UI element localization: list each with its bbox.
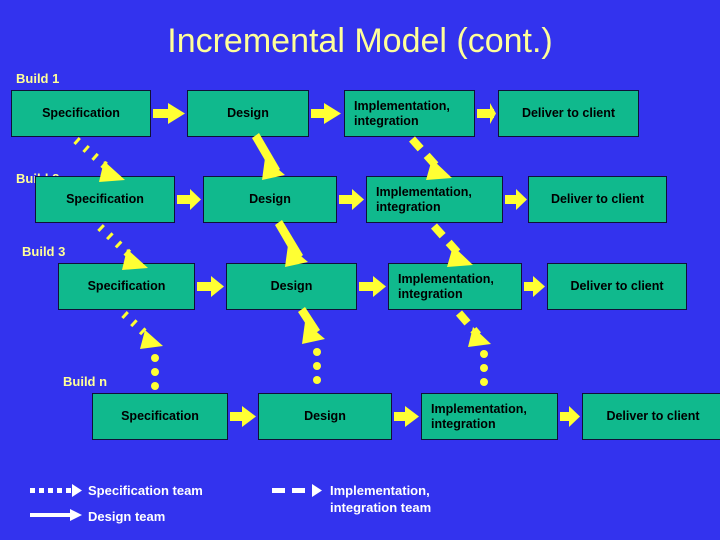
stage-text: Deliver to client <box>521 106 616 120</box>
arrow-impl-team-build2-to-build3 <box>431 223 462 257</box>
ellipsis-dots-specification <box>151 354 159 390</box>
arrow-impl-team-build3-to-buildn <box>455 310 482 338</box>
stage-text: Design <box>304 409 346 423</box>
arrowhead-spec-team-3 <box>140 330 163 349</box>
build1-stage-design[interactable]: Design <box>187 90 309 137</box>
build3-stage-implementation[interactable]: Implementation, integration <box>388 263 522 310</box>
arrow-spec-team-build2-to-build3 <box>97 224 136 261</box>
legend-dashed-arrow-icon <box>272 484 322 497</box>
stage-text: Implementation, integration <box>398 271 494 301</box>
ellipsis-dots-implementation <box>480 350 488 386</box>
stage-text: Deliver to client <box>606 409 700 423</box>
build3-stage-design[interactable]: Design <box>226 263 357 310</box>
build1-stage-deliver[interactable]: Deliver to client <box>498 90 639 137</box>
legend-label-specification-team: Specification team <box>88 483 203 498</box>
buildn-stage-implementation[interactable]: Implementation, integration <box>421 393 558 440</box>
stage-text: Specification <box>66 192 144 206</box>
stage-text: Implementation, integration <box>376 184 472 214</box>
stage-text: Design <box>270 279 313 293</box>
page-title: Incremental Model (cont.) <box>167 22 553 60</box>
legend-dotted-arrow-icon <box>30 484 82 497</box>
build2-stage-design[interactable]: Design <box>203 176 337 223</box>
build2-stage-specification[interactable]: Specification <box>35 176 175 223</box>
buildn-stage-specification[interactable]: Specification <box>92 393 228 440</box>
build1-stage-implementation[interactable]: Implementation, integration <box>344 90 475 137</box>
build2-stage-deliver[interactable]: Deliver to client <box>528 176 667 223</box>
stage-text: Implementation, integration <box>431 401 527 431</box>
build-label-n: Build n <box>63 374 108 389</box>
build-label-3: Build 3 <box>22 244 66 259</box>
buildn-stage-deliver[interactable]: Deliver to client <box>582 393 720 440</box>
build3-stage-specification[interactable]: Specification <box>58 263 195 310</box>
stage-text: Specification <box>42 106 120 120</box>
arrow-build3-impl-to-deliver <box>524 276 545 297</box>
buildn-stage-design[interactable]: Design <box>258 393 392 440</box>
arrow-design-team-build1-to-build2 <box>252 133 285 180</box>
arrow-design-team-build2-to-build3 <box>275 220 308 267</box>
stage-text: Specification <box>121 409 199 423</box>
stage-text: Specification <box>87 279 166 293</box>
ellipsis-dots-design <box>313 348 321 384</box>
arrow-buildn-spec-to-design <box>230 406 256 427</box>
legend-label-implementation-team: Implementation, integration team <box>330 483 432 515</box>
arrow-design-team-build3-to-buildn <box>298 307 325 344</box>
arrowhead-impl-team-3 <box>468 327 491 347</box>
arrow-build1-impl-to-deliver <box>477 103 496 124</box>
arrow-buildn-impl-to-deliver <box>560 406 580 427</box>
arrow-build2-spec-to-design <box>177 189 201 210</box>
arrow-buildn-design-to-impl <box>394 406 419 427</box>
build1-stage-specification[interactable]: Specification <box>11 90 151 137</box>
arrow-build1-design-to-impl <box>311 103 341 124</box>
legend-label-design-team: Design team <box>88 509 166 524</box>
stage-text: Design <box>249 192 291 206</box>
stage-text: Implementation, integration <box>354 98 450 128</box>
arrow-impl-team-build1-to-build2 <box>409 136 441 171</box>
arrow-spec-team-build1-to-build2 <box>73 137 113 173</box>
build2-stage-implementation[interactable]: Implementation, integration <box>366 176 503 223</box>
legend-solid-arrow-icon <box>30 509 82 521</box>
arrow-spec-team-build3-to-buildn <box>121 311 153 341</box>
stage-text: Deliver to client <box>570 279 664 293</box>
build-label-1: Build 1 <box>16 71 60 86</box>
build3-stage-deliver[interactable]: Deliver to client <box>547 263 687 310</box>
arrow-build2-design-to-impl <box>339 189 364 210</box>
arrow-build1-spec-to-design <box>153 103 185 124</box>
arrow-build3-spec-to-design <box>197 276 224 297</box>
stage-text: Design <box>227 106 269 120</box>
arrow-build2-impl-to-deliver <box>505 189 527 210</box>
arrow-build3-design-to-impl <box>359 276 386 297</box>
stage-text: Deliver to client <box>550 192 645 206</box>
